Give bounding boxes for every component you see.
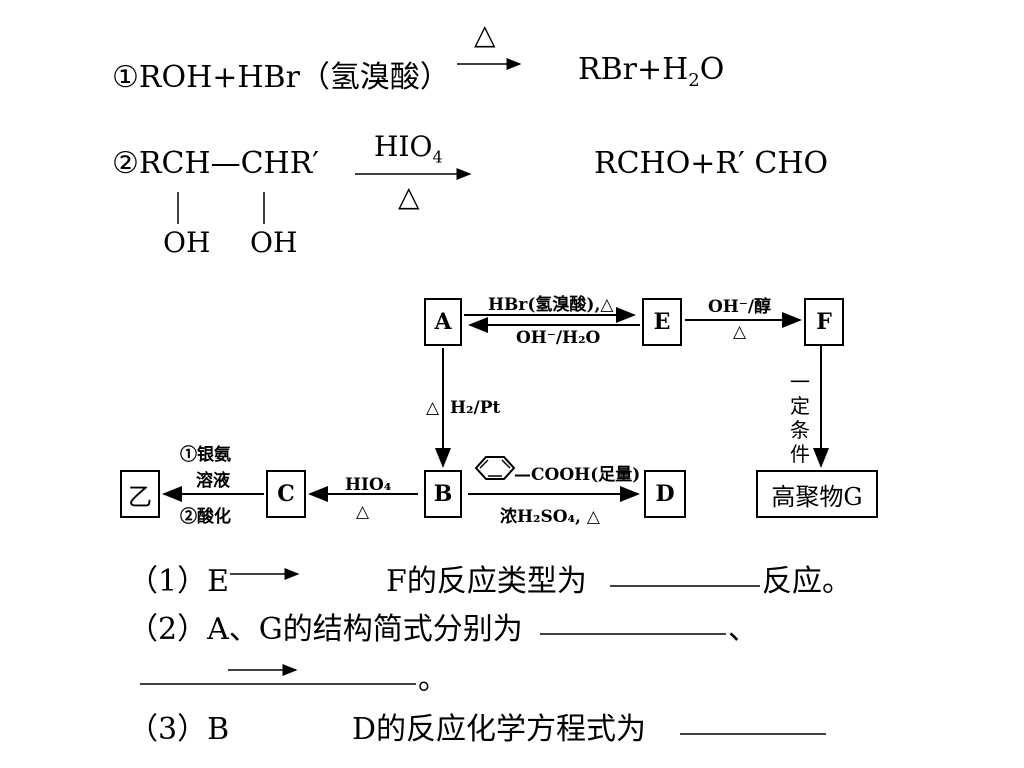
label-e-f-top: OH⁻/醇 <box>708 297 772 317</box>
question-3-prefix: （3）B <box>128 712 230 747</box>
box-d: D <box>644 470 686 518</box>
label-e-a: OH⁻/H₂O <box>516 328 601 348</box>
question-2-separator: 、 <box>728 612 758 647</box>
rule2-oh-1: OH <box>163 226 211 259</box>
rule1-heat-symbol: △ <box>474 18 496 51</box>
rule1-reactants: ①ROH+HBr（氢溴酸） <box>112 60 450 95</box>
benzene-ring-icon <box>474 456 516 480</box>
question-2-text: （2）A、G的结构简式分别为 <box>128 612 523 647</box>
question-1-end: 反应。 <box>762 564 852 599</box>
label-b-d-top: —COOH(足量) <box>514 465 641 485</box>
label-e-f-bottom: △ <box>733 322 747 342</box>
rule1-products: RBr+H2O <box>578 52 725 91</box>
question-2-end: 。 <box>418 662 448 697</box>
label-c-yi-3: ②酸化 <box>180 507 231 527</box>
label-b-c-bottom: △ <box>356 502 370 522</box>
label-a-e: HBr(氢溴酸),△ <box>488 295 614 315</box>
label-c-yi-2: 溶液 <box>196 471 230 491</box>
question-1-prefix: （1）E <box>128 564 229 599</box>
label-f-g: 一定条件 <box>790 370 810 466</box>
label-b-d-bottom: 浓H₂SO₄, △ <box>500 507 600 527</box>
box-e: E <box>642 298 682 346</box>
question-3-text: D的反应化学方程式为 <box>352 712 647 747</box>
label-a-b-heat: △ <box>426 398 440 418</box>
question-1-text: F的反应类型为 <box>386 564 587 599</box>
label-c-yi-1: ①银氨 <box>180 445 231 465</box>
label-b-c-top: HIO₄ <box>345 475 392 495</box>
box-yi: 乙 <box>120 470 160 518</box>
rule2-oh-2: OH <box>250 226 298 259</box>
box-b: B <box>424 470 462 518</box>
label-a-b-reagent: H₂/Pt <box>450 398 501 418</box>
box-f: F <box>804 298 844 346</box>
box-c: C <box>266 470 306 518</box>
box-g: 高聚物G <box>756 470 878 518</box>
rule2-reactant: ②RCH—CHR′ <box>112 146 320 181</box>
rule2-products: RCHO+R′ CHO <box>594 146 829 181</box>
rule2-reagent: HIO4 <box>374 130 443 167</box>
rule2-heat-symbol: △ <box>398 180 420 213</box>
box-a: A <box>424 298 462 346</box>
